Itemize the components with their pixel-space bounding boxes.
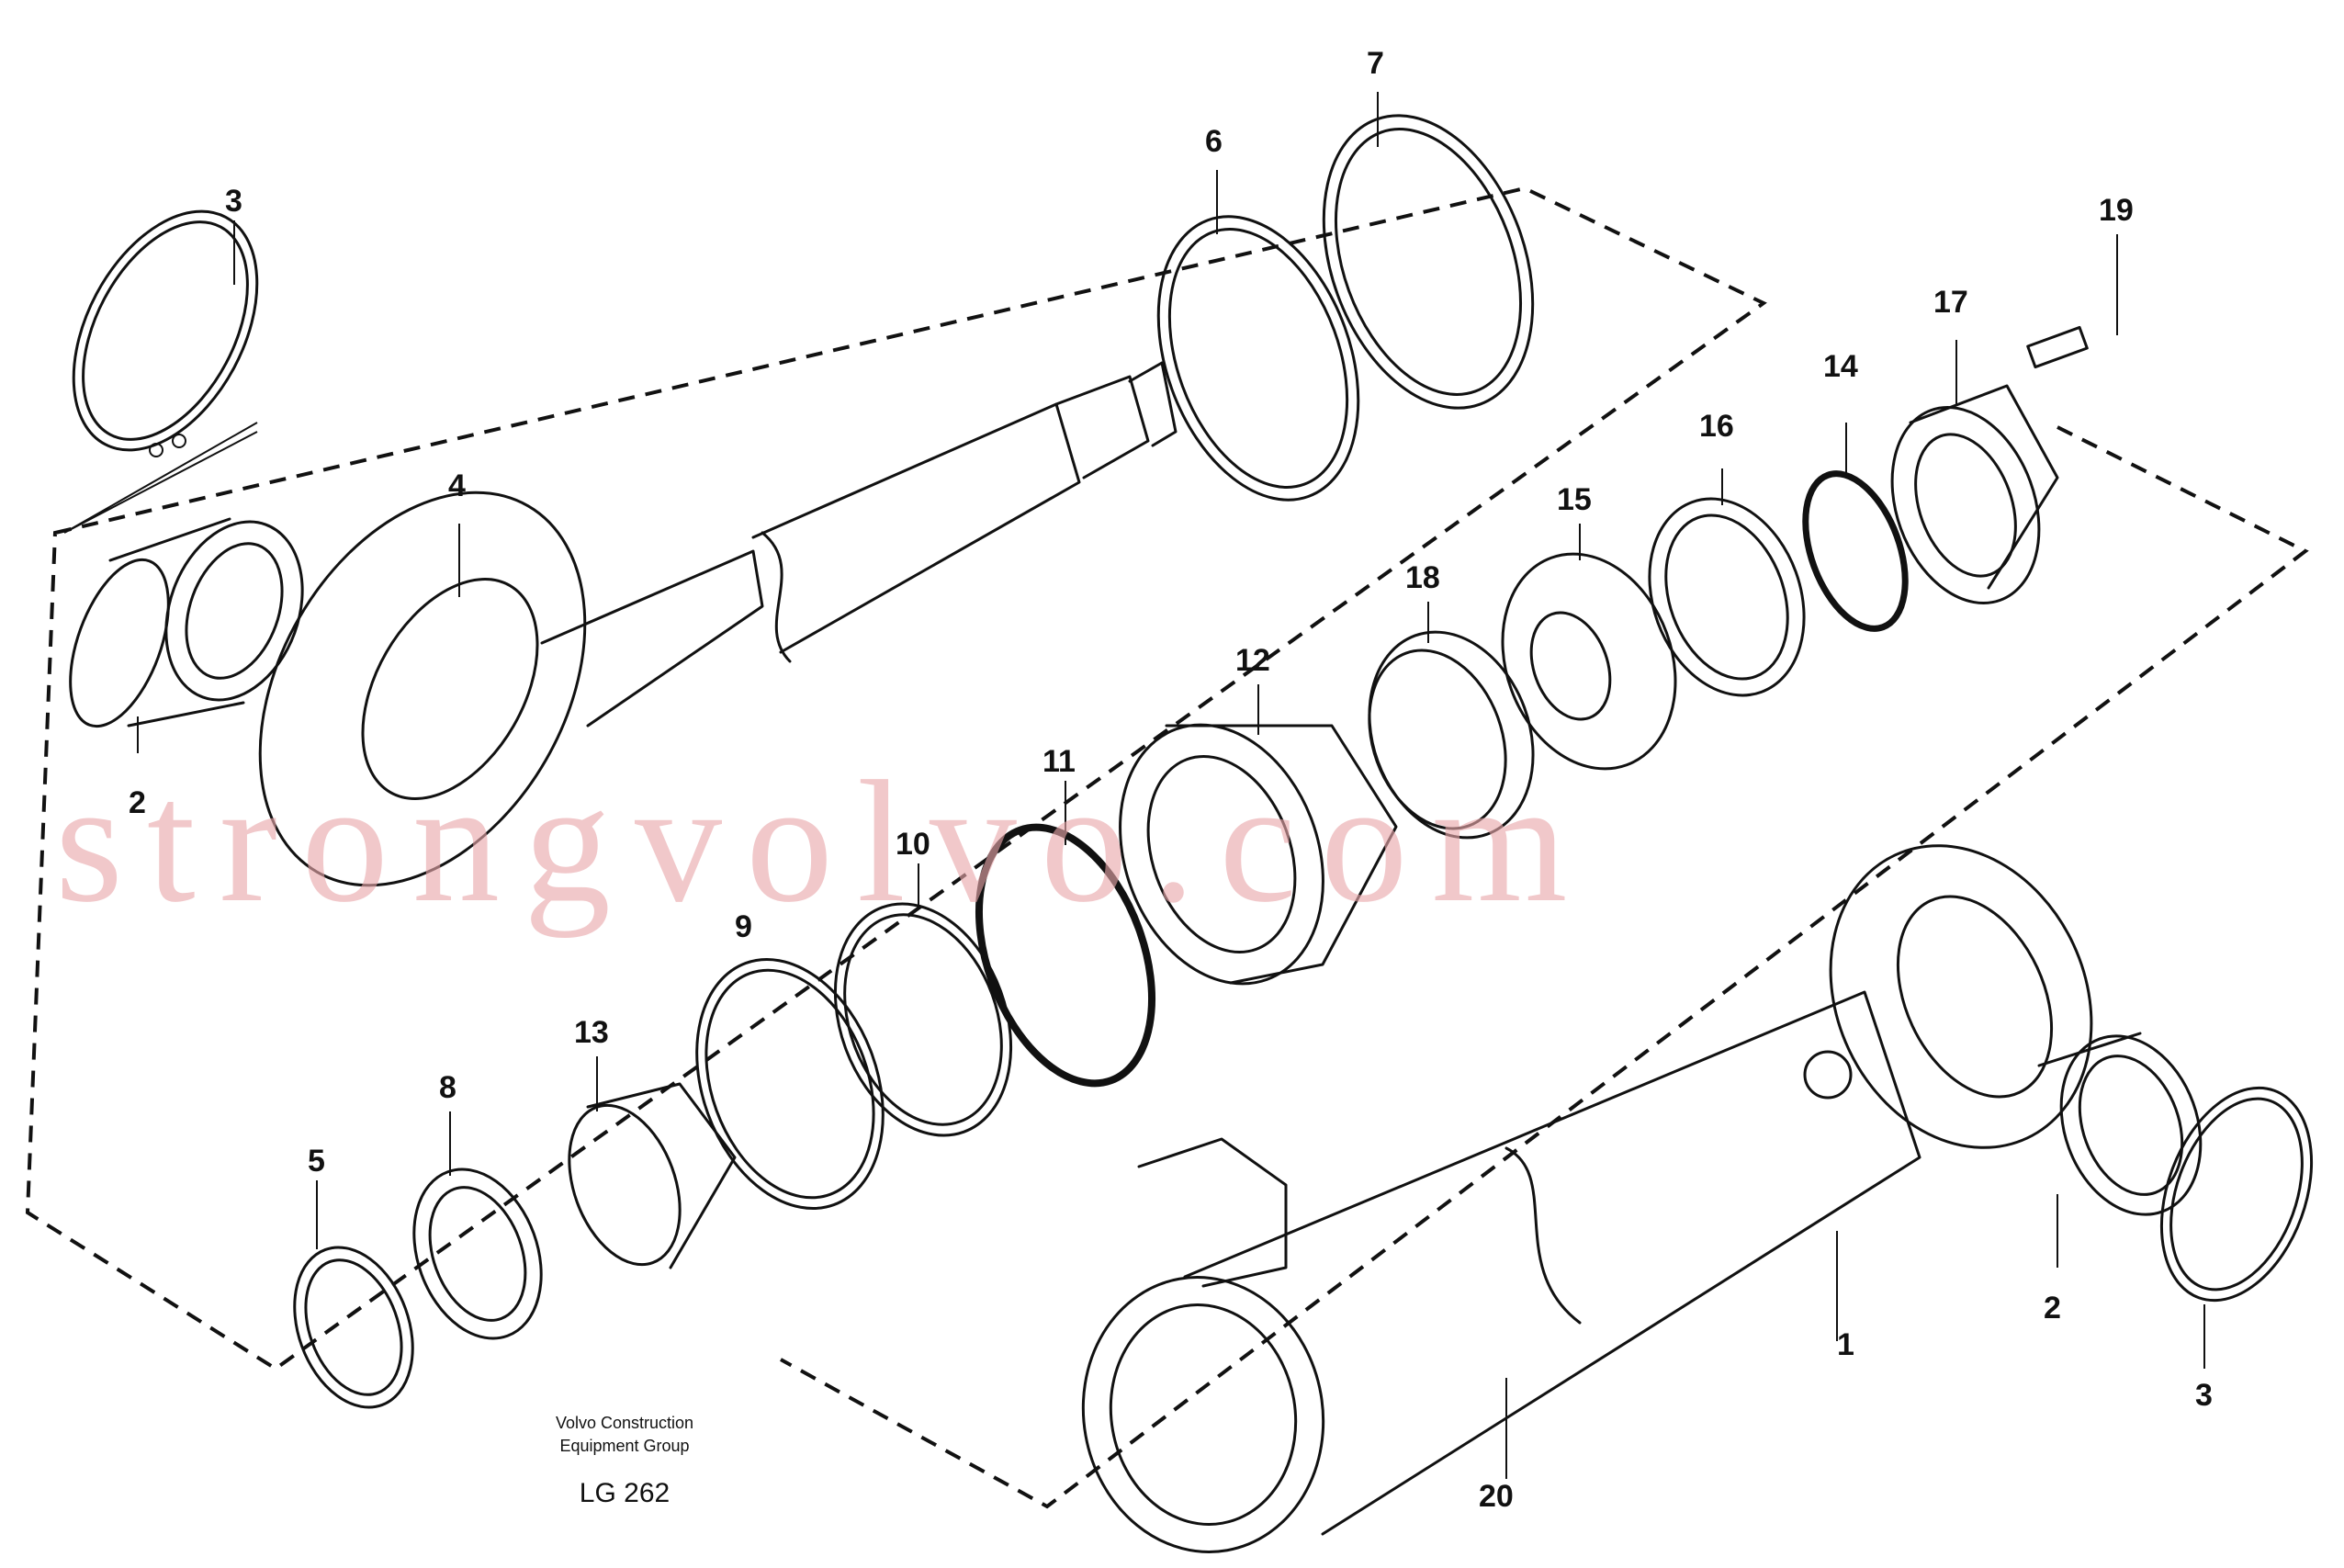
callout-5: 5 xyxy=(308,1144,325,1179)
part-14-o-ring xyxy=(1802,470,1909,632)
part-8-seal xyxy=(412,1168,543,1340)
callout-9: 9 xyxy=(735,909,752,944)
part-9-snap-ring xyxy=(695,957,885,1211)
part-1-cylinder-tube xyxy=(1081,844,2093,1553)
callout-19: 19 xyxy=(2099,193,2134,228)
callout-2-top: 2 xyxy=(129,785,146,820)
part-19-set-screw xyxy=(2026,325,2089,369)
callout-2-bottom: 2 xyxy=(2044,1291,2061,1325)
callout-12: 12 xyxy=(1235,643,1270,678)
part-10-backup-ring xyxy=(833,902,1013,1137)
callout-20: 20 xyxy=(1479,1479,1514,1514)
assembly-guide-frames xyxy=(25,186,2309,1509)
part-4-piston-rod xyxy=(258,361,1178,887)
part-18-ring xyxy=(1368,630,1535,840)
part-6-circlip xyxy=(1156,215,1360,502)
footer-company-line1: Volvo Construction xyxy=(556,1414,693,1432)
callout-labels: 1 2 2 3 3 4 5 6 7 8 9 10 11 12 13 14 15 … xyxy=(129,46,2213,1514)
callout-1: 1 xyxy=(1837,1327,1854,1362)
upper-guide-frame xyxy=(25,186,1767,1371)
footer-company-line2: Equipment Group xyxy=(559,1437,689,1455)
footer-drawing-code: LG 262 xyxy=(580,1478,670,1508)
callout-17: 17 xyxy=(1933,285,1968,320)
callout-6: 6 xyxy=(1205,124,1223,159)
part-15-seal xyxy=(1501,552,1677,771)
watermark-text: strongvolvo.com xyxy=(55,746,1591,939)
callout-4: 4 xyxy=(448,468,466,503)
part-17-piston xyxy=(1890,384,2059,605)
callout-14: 14 xyxy=(1823,349,1858,384)
part-5-wiper xyxy=(293,1246,414,1409)
callout-7: 7 xyxy=(1367,46,1384,81)
part-3-circlip-top xyxy=(72,209,259,457)
lower-guide-frame xyxy=(780,425,2309,1509)
callout-3-bottom: 3 xyxy=(2195,1378,2213,1413)
callout-18: 18 xyxy=(1405,560,1440,595)
part-3-circlip-bottom xyxy=(2159,1086,2314,1303)
callout-16: 16 xyxy=(1699,409,1734,444)
callout-13: 13 xyxy=(574,1015,609,1050)
callout-15: 15 xyxy=(1557,482,1592,517)
part-12-piston-head xyxy=(1119,723,1398,986)
part-11-o-ring xyxy=(975,823,1156,1088)
callout-3-top: 3 xyxy=(225,184,242,219)
callout-11: 11 xyxy=(1042,744,1076,779)
callout-leaders xyxy=(137,92,2205,1479)
part-7-ring xyxy=(1322,114,1535,410)
part-16-guide-ring xyxy=(1648,497,1806,697)
callout-8: 8 xyxy=(439,1070,456,1105)
part-2-bearing-top xyxy=(69,517,304,728)
callout-10: 10 xyxy=(896,827,930,862)
footer-caption: Volvo Construction Equipment Group LG 26… xyxy=(556,1414,693,1508)
guide-line-left xyxy=(63,422,258,534)
